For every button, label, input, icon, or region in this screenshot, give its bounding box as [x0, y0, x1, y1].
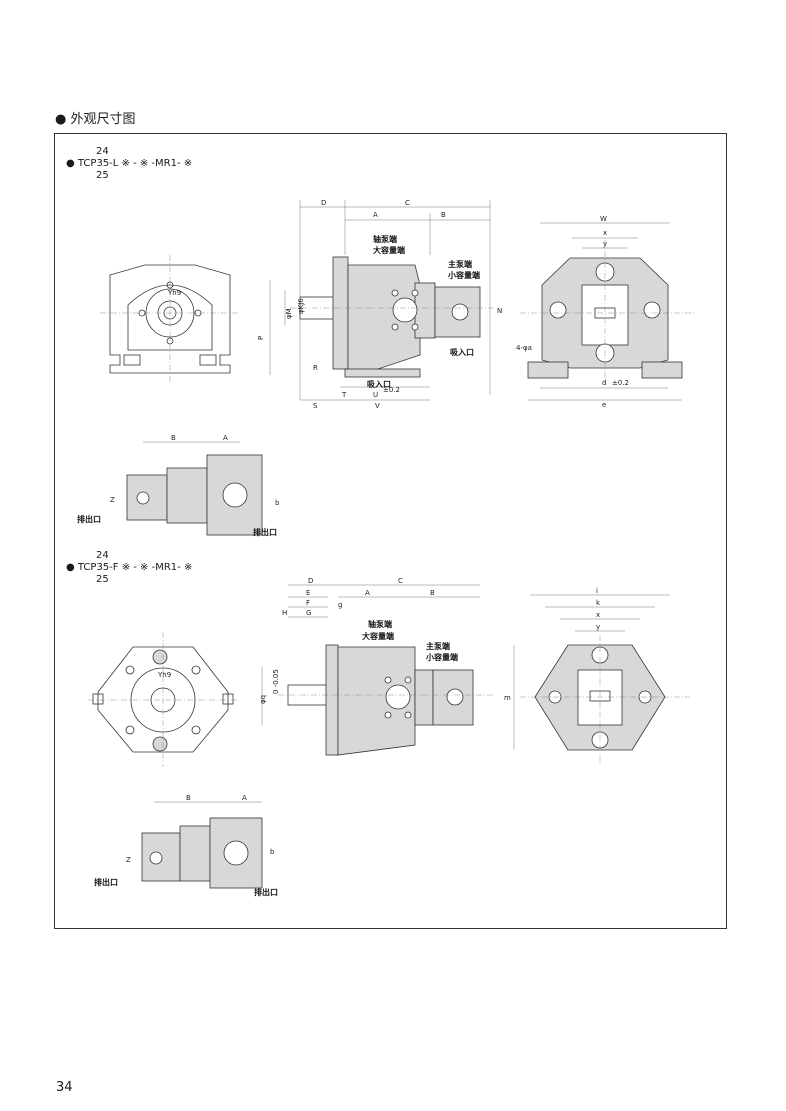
model-num-bottom: 25 — [96, 170, 109, 181]
model-name: ● TCP35-F ※ - ※ -MR1- ※ — [66, 562, 193, 573]
dim-phiM: φM — [285, 308, 293, 319]
dim-i: i — [596, 587, 598, 595]
dim-F: F — [306, 599, 310, 607]
label-4-phi-a: 4-φa — [516, 344, 532, 352]
dim-e: e — [602, 401, 606, 409]
model-label-2: 24 ● TCP35-F ※ - ※ -MR1- ※ 25 — [66, 550, 192, 586]
dim-P-tol: 0 -0.05 — [272, 669, 280, 694]
page-number: 34 — [56, 1080, 73, 1095]
dim-A: A — [373, 211, 378, 219]
dim-D: D — [321, 199, 326, 207]
dim-C: C — [398, 577, 403, 585]
dim-Z: Z — [110, 496, 115, 504]
label-discharge-2: 排出口 — [254, 887, 278, 897]
dim-b: b — [270, 848, 275, 856]
label-small-cap: 小容量端 — [447, 270, 480, 280]
label-main-end: 主泵端 — [448, 259, 472, 269]
dim-m: m — [504, 694, 511, 702]
label-discharge-1: 排出口 — [77, 514, 101, 524]
label-suction-1: 吸入口 — [450, 348, 474, 357]
dim-R: R — [313, 364, 318, 372]
label-shaft-end: 轴泵端 — [368, 619, 392, 629]
label-suction-2: 吸入口 — [367, 380, 391, 389]
drawing-l-rear-view: W x y d ±0.2 e 4-φa — [516, 215, 695, 409]
model-num-bottom: 25 — [96, 574, 109, 585]
dim-T: T — [341, 391, 347, 399]
dim-A: A — [242, 794, 247, 802]
label-large-cap: 大容量端 — [373, 245, 405, 255]
dim-V: V — [375, 402, 380, 410]
dim-k: k — [596, 599, 601, 607]
dim-P: P — [257, 336, 265, 340]
dim-g: g — [338, 601, 342, 609]
dim-D: D — [308, 577, 313, 585]
dim-B: B — [186, 794, 191, 802]
drawing-frame — [54, 133, 727, 929]
dim-B: B — [171, 434, 176, 442]
drawing-f-front-view: Yh9 — [88, 632, 238, 767]
model-num-top: 24 — [96, 550, 109, 561]
label-small-cap: 小容量端 — [425, 652, 458, 662]
dim-U: U — [373, 391, 378, 399]
section-title: ● 外观尺寸图 — [55, 108, 136, 127]
dim-x: x — [596, 611, 600, 619]
dim-x: x — [603, 229, 607, 237]
label-large-cap: 大容量端 — [362, 631, 394, 641]
model-num-top: 24 — [96, 146, 109, 157]
drawing-f-rear-view: i k x y m — [504, 587, 690, 765]
bullet-icon: ● — [55, 112, 67, 127]
dim-Z: Z — [126, 856, 131, 864]
model-label-1: 24 ● TCP35-L ※ - ※ -MR1- ※ 25 — [66, 146, 192, 182]
label-shaft-end: 轴泵端 — [373, 234, 397, 244]
dim-W: W — [600, 215, 607, 223]
dim-d: d — [602, 379, 606, 387]
dim-d-tol: ±0.2 — [612, 379, 629, 387]
dim-E: E — [306, 589, 310, 597]
dim-S: S — [313, 402, 318, 410]
model-name-text: TCP35-L ※ - ※ -MR1- ※ — [77, 158, 193, 169]
section-title-text: 外观尺寸图 — [70, 112, 136, 127]
drawing-f-top-view: B A Z b 排出口 排出口 — [94, 794, 278, 897]
label-main-end: 主泵端 — [426, 641, 450, 651]
label-keyway: Yh9 — [167, 289, 181, 297]
drawing-l-front-view: Yh9 — [100, 255, 240, 383]
label-discharge-1: 排出口 — [94, 877, 118, 887]
dim-H: H — [282, 609, 287, 617]
label-keyway: Yh9 — [157, 671, 171, 679]
dim-A: A — [223, 434, 228, 442]
model-name-text: TCP35-F ※ - ※ -MR1- ※ — [77, 562, 193, 573]
dim-tol: ±0.2 — [383, 386, 400, 394]
dim-y: y — [596, 623, 600, 631]
dim-B: B — [441, 211, 446, 219]
model-name: ● TCP35-L ※ - ※ -MR1- ※ — [66, 158, 193, 169]
dim-B: B — [430, 589, 435, 597]
drawing-l-side-view: D C A B P φM φKJ6 R N T U ±0.2 S V 轴泵端 大… — [257, 199, 502, 410]
dim-phiq: φq — [259, 695, 267, 704]
dim-C: C — [405, 199, 410, 207]
dim-phiK: φKJ6 — [297, 298, 305, 314]
dim-b: b — [275, 499, 280, 507]
dim-N: N — [497, 307, 502, 315]
drawing-l-top-view: B A Z b 排出口 排出口 — [77, 434, 280, 537]
dim-A: A — [365, 589, 370, 597]
drawing-f-side-view: D C E F G H g A B φq 0 -0.05 轴泵端 大容量端 主泵… — [259, 577, 495, 756]
dim-G: G — [306, 609, 311, 617]
label-discharge-2: 排出口 — [253, 527, 277, 537]
